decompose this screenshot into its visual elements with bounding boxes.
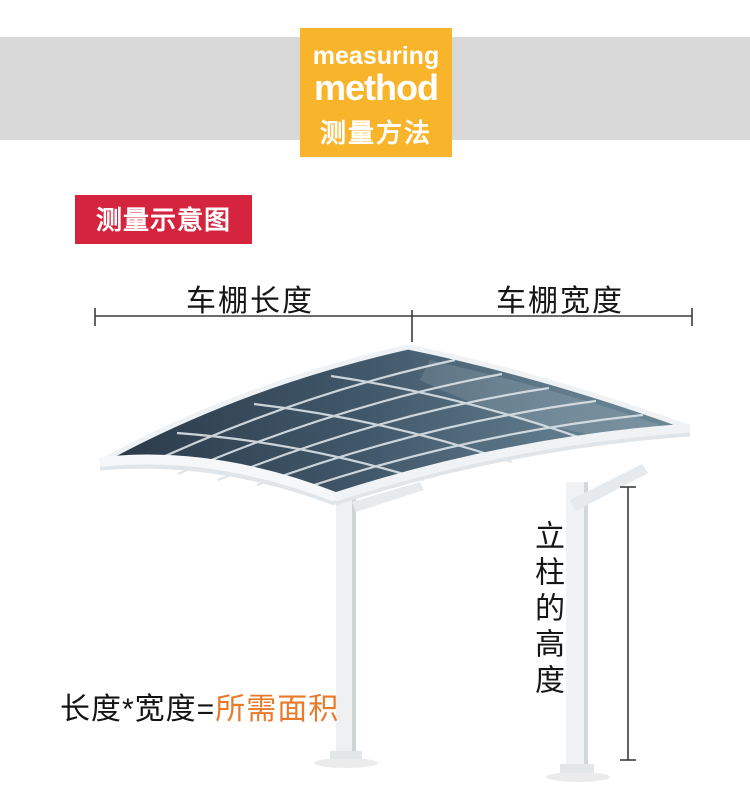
formula-result: 所需面积 (215, 693, 340, 726)
measuring-method-badge: measuring method 测量方法 (300, 28, 452, 157)
dimension-line-vertical (620, 486, 636, 761)
roof-edge-trims (98, 344, 691, 506)
section-title: 测量示意图 (75, 195, 253, 244)
roof-frame-grid (138, 358, 644, 493)
width-dimension-label: 车棚宽度 (496, 285, 624, 318)
right-post (560, 464, 648, 773)
badge-text-measuring: measuring (312, 42, 440, 70)
left-post (330, 482, 424, 759)
canopy-roof (98, 344, 691, 506)
length-dimension-label: 车棚长度 (186, 285, 314, 318)
badge-text-method: method (314, 67, 439, 109)
dimension-line-horizontal (94, 308, 693, 342)
floor-shadows (314, 758, 610, 782)
badge-text-cn: 测量方法 (319, 118, 432, 149)
height-dimension-label: 立柱的高度 (530, 520, 563, 700)
formula-prefix: 长度*宽度= (60, 693, 216, 726)
area-formula: 长度*宽度=所需面积 (60, 684, 339, 728)
